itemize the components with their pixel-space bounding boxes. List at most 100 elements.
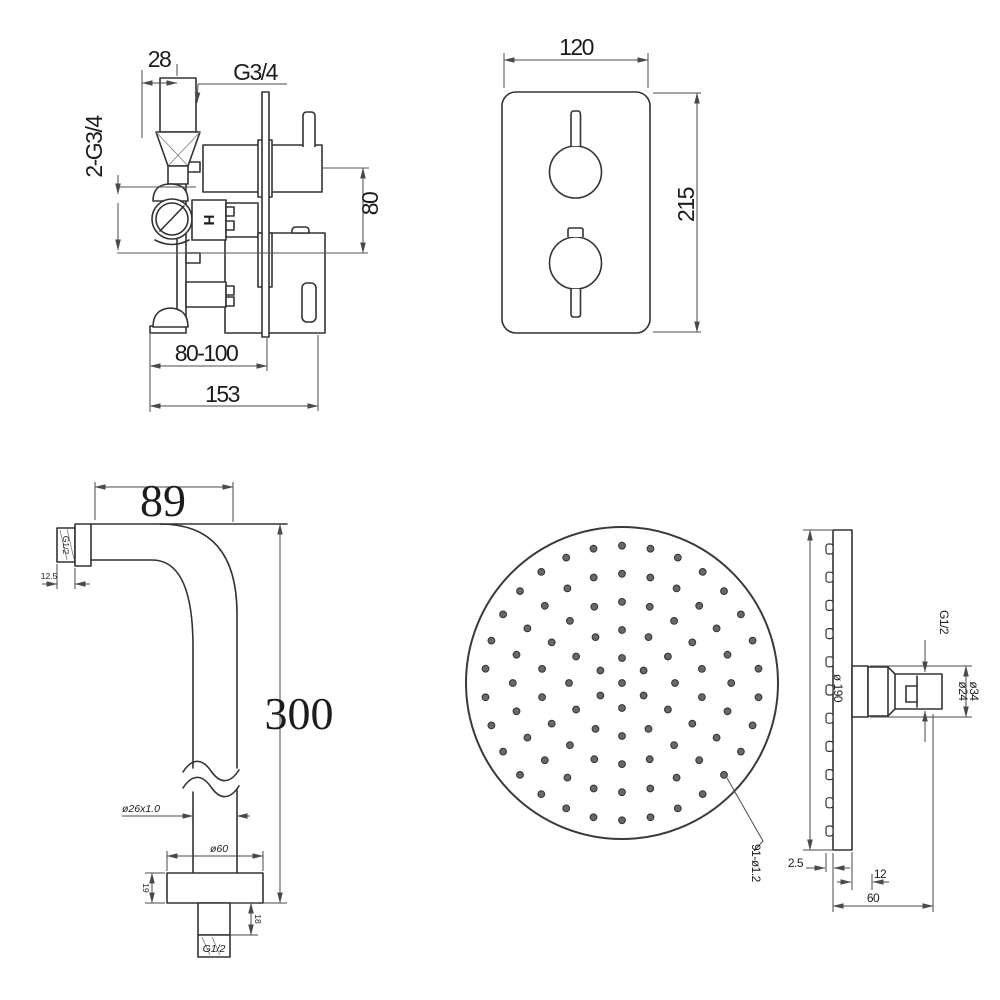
- spray-hole: [688, 719, 697, 728]
- spray-hole: [618, 626, 626, 634]
- trim-plate-view: 120 215: [501, 34, 701, 334]
- valve-lower-body-bump: [291, 226, 310, 234]
- spray-hole: [596, 666, 605, 675]
- spray-hole: [589, 544, 598, 553]
- spray-hole: [563, 773, 572, 782]
- trim-plate-bottom-knob: [548, 236, 603, 290]
- head-dia-label: ø 190: [831, 674, 845, 703]
- valve-bolt-detail: [225, 206, 235, 217]
- spray-hole: [664, 652, 672, 661]
- arm-wall-flange-block: [74, 523, 92, 567]
- spray-hole: [639, 691, 648, 700]
- spray-hole: [671, 679, 679, 687]
- nozzle-bump: [825, 712, 834, 724]
- arm-flange-thickness-label: 19: [141, 883, 151, 893]
- spray-hole: [748, 721, 757, 730]
- shower-head-side-view: ø 190 G1/2 ø24 ø34 2.5 12 60: [788, 529, 981, 912]
- spray-hole: [618, 704, 626, 712]
- spray-hole: [523, 624, 532, 633]
- trim-plate-top-knob-stem: [570, 110, 582, 146]
- head-hub-offset-label: 12: [874, 867, 887, 881]
- valve-bottom-cap: [152, 307, 189, 328]
- spray-hole: [618, 760, 626, 768]
- valve-port-spacing-label: 80: [357, 192, 383, 215]
- spray-hole: [589, 784, 598, 793]
- valve-rough-in-view: 28 G3/4 2-G3/4 80 80-100 153 H: [81, 46, 383, 412]
- nozzle-bump: [825, 797, 834, 809]
- holes-spec-label: 91-ø1.2: [749, 844, 763, 883]
- spray-hole: [737, 747, 745, 756]
- spray-hole: [562, 553, 571, 562]
- valve-inlet-pipe: [159, 77, 197, 133]
- spray-hole: [748, 636, 757, 645]
- spray-hole: [508, 679, 517, 687]
- spray-hole: [589, 813, 598, 822]
- valve-dimensions: [115, 64, 369, 412]
- spray-hole: [720, 771, 728, 779]
- spray-hole: [516, 771, 524, 779]
- spray-hole: [540, 601, 549, 610]
- spray-hole: [563, 584, 572, 593]
- spray-hole: [590, 755, 599, 764]
- valve-offset-dim-label: 28: [148, 46, 171, 72]
- spray-hole: [664, 705, 672, 714]
- arm-flange-dia-label: ø60: [210, 843, 228, 855]
- nozzle-bump: [825, 571, 834, 583]
- spray-hole: [499, 747, 508, 756]
- spray-hole: [646, 784, 655, 793]
- spray-hole: [646, 544, 655, 553]
- spray-hole: [670, 617, 678, 625]
- valve-cartridge-cap: [152, 183, 189, 202]
- spray-hole: [562, 804, 571, 813]
- spray-hole: [618, 788, 626, 797]
- arm-wall-thread-label: G1/2: [61, 536, 71, 555]
- spray-hole: [538, 693, 546, 701]
- spray-hole: [572, 652, 580, 661]
- spray-hole: [698, 665, 706, 673]
- valve-cartridge-collar: [154, 239, 190, 246]
- spray-hole: [538, 665, 546, 673]
- spray-hole: [644, 633, 653, 641]
- trim-plate-bottom-knob-stem: [570, 289, 582, 318]
- head-side-swivel-nut: [894, 673, 943, 710]
- arm-dimensions: [42, 482, 287, 936]
- spray-hole: [523, 733, 532, 742]
- spray-hole: [591, 725, 600, 733]
- spray-hole: [566, 617, 574, 625]
- head-thread-label: G1/2: [937, 610, 951, 635]
- trim-plate-width-label: 120: [559, 34, 594, 60]
- spray-hole: [618, 732, 626, 740]
- valve-bolt-detail: [225, 296, 235, 307]
- nozzle-bumps: [825, 543, 834, 837]
- arm-break-line: [182, 760, 240, 782]
- spray-hole: [673, 804, 682, 813]
- spray-hole: [695, 756, 704, 765]
- spray-holes: [481, 541, 763, 825]
- spray-hole: [639, 666, 648, 675]
- spray-hole: [754, 664, 763, 673]
- arm-drop-dim-label: 300: [265, 688, 334, 739]
- spray-hole: [672, 584, 681, 593]
- spray-hole: [712, 733, 721, 742]
- shower-head-front-view: 91-ø1.2: [465, 526, 779, 883]
- spray-hole: [512, 650, 521, 659]
- nozzle-bump: [825, 543, 834, 555]
- valve-wall-plate: [261, 91, 270, 338]
- spray-hole: [723, 707, 732, 716]
- valve-plate-tab-bottom: [185, 252, 201, 264]
- spray-hole: [712, 624, 721, 633]
- valve-top-knob: [302, 111, 316, 147]
- spray-hole: [673, 553, 682, 562]
- holes-leader-line: [726, 777, 764, 852]
- valve-bottom-pin: [301, 282, 317, 323]
- spray-hole: [481, 664, 490, 673]
- spray-hole: [547, 719, 556, 728]
- head-side-bracket: [851, 665, 869, 718]
- spray-hole: [589, 573, 598, 582]
- nozzle-bump: [825, 740, 834, 753]
- trim-plate-dimensions: [503, 53, 701, 333]
- spray-hole: [645, 602, 654, 611]
- spray-hole: [590, 602, 599, 611]
- nozzle-bump: [825, 656, 834, 668]
- spray-hole: [618, 541, 626, 550]
